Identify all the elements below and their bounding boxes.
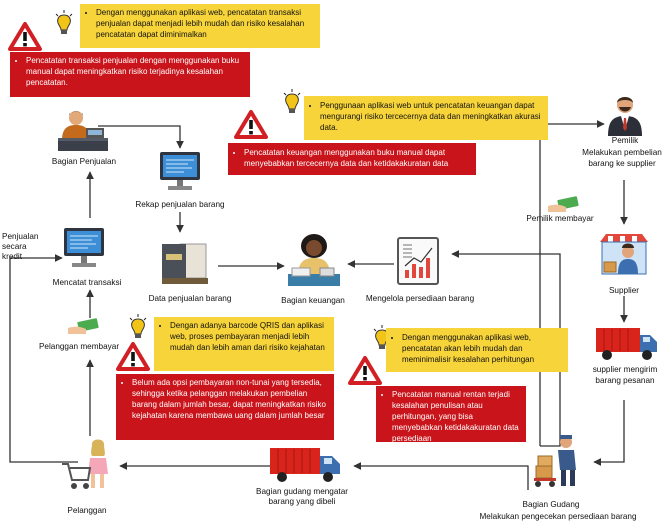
warning-text: Pencatatan keuangan menggunakan buku man… — [244, 147, 471, 169]
arrow-truck-to-gudang — [593, 400, 625, 466]
documents-icon — [162, 243, 208, 284]
warning-box-persediaan: Pencatatan manual rentan terjadi kesalah… — [376, 386, 526, 444]
monitor-icon — [64, 228, 104, 267]
info-box-keuangan: Penggunaan aplikasi web untuk pencatatan… — [304, 96, 548, 140]
truck-icon — [270, 448, 340, 482]
warning-icon — [348, 356, 382, 385]
warehouse-worker-icon — [534, 435, 576, 487]
info-text: Dengan menggunakan aplikasi web, pencata… — [402, 332, 563, 365]
arrow-gudang-to-pemilik — [539, 120, 605, 446]
arrow-pelanggan-kredit-loop — [9, 254, 78, 463]
money-hand-icon — [548, 196, 579, 212]
label-mengelola: Mengelola persediaan barang — [365, 294, 475, 303]
info-text: Dengan menggunakan aplikasi web, pencata… — [96, 7, 315, 40]
warning-box-pembayaran: Belum ada opsi pembayaran non-tunai yang… — [116, 374, 334, 440]
warning-box-penjualan: Pencatatan transaksi penjualan dengan me… — [10, 52, 250, 97]
label-supplier: Supplier — [608, 286, 640, 295]
cashier-icon — [58, 111, 108, 151]
truck-icon — [596, 328, 657, 360]
customer-icon — [62, 439, 108, 489]
businessman-icon — [608, 97, 642, 136]
accountant-icon — [288, 234, 340, 286]
label-gudang-mengatar: Bagian gudang mengatar barang yang dibel… — [256, 487, 348, 506]
label-bagian-gudang: Bagian Gudang — [522, 500, 580, 509]
label-pemilik-sub: Melakukan pembelian barang ke supplier — [582, 148, 662, 168]
label-pelanggan: Pelanggan — [67, 506, 107, 515]
label-penjualan-kredit: Penjualan secara kredit — [2, 232, 39, 261]
label-mencatat: Mencatat transaksi — [52, 278, 122, 287]
warning-text: Pencatatan transaksi penjualan dengan me… — [26, 55, 245, 88]
label-gudang-sub: Melakukan pengecekan persediaan barang — [479, 512, 637, 521]
info-box-pembayaran: Dengan adanya barcode QRIS dan aplikasi … — [154, 317, 334, 371]
monitor-icon — [160, 152, 200, 190]
label-rekap: Rekap penjualan barang — [135, 200, 225, 209]
shop-icon — [600, 234, 648, 275]
info-text: Dengan adanya barcode QRIS dan aplikasi … — [170, 320, 329, 353]
info-text: Penggunaan aplikasi web untuk pencatatan… — [320, 100, 543, 133]
warning-text: Belum ada opsi pembayaran non-tunai yang… — [132, 377, 329, 421]
lightbulb-icon — [283, 89, 301, 113]
lightbulb-icon — [129, 314, 147, 338]
label-pemilik: Pemilik — [611, 136, 639, 145]
info-box-penjualan: Dengan menggunakan aplikasi web, pencata… — [80, 4, 320, 48]
label-supplier-kirim: supplier mengirim barang pesanan — [592, 365, 658, 385]
lightbulb-icon — [55, 10, 73, 34]
label-bagian-keuangan: Bagian keuangan — [281, 296, 345, 305]
warning-icon — [234, 110, 268, 139]
label-pemilik-membayar: Pemilik membayar — [526, 214, 594, 223]
chart-board-icon — [397, 237, 439, 285]
label-pelanggan-membayar: Pelanggan membayar — [38, 342, 120, 351]
money-hand-icon — [68, 318, 99, 334]
label-bagian-penjualan: Bagian Penjualan — [51, 157, 117, 166]
arrow-penjualan-to-rekap — [98, 125, 184, 149]
warning-icon — [8, 22, 42, 51]
label-data-penjualan: Data penjualan barang — [148, 294, 232, 303]
info-box-persediaan: Dengan menggunakan aplikasi web, pencata… — [386, 328, 568, 372]
warning-icon — [116, 342, 150, 371]
warning-box-keuangan: Pencatatan keuangan menggunakan buku man… — [228, 143, 476, 175]
warning-text: Pencatatan manual rentan terjadi kesalah… — [392, 389, 521, 444]
arrow-gudang-to-deliver — [353, 462, 529, 490]
